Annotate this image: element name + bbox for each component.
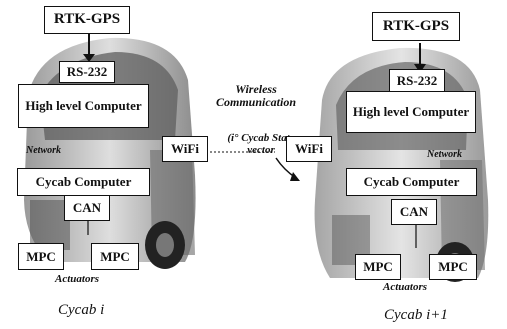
cycab-i-high-level-computer: High level Computer (18, 84, 149, 128)
cycab-i1-mpc-left: MPC (355, 254, 401, 280)
cycab-i1-network-label: Network (427, 149, 462, 160)
cycab-i1-rtk-gps: RTK-GPS (372, 12, 460, 41)
cycab-i-actuators-label: Actuators (55, 273, 100, 285)
cycab-i-can: CAN (64, 195, 110, 221)
cycab-i-cycab-computer: Cycab Computer (17, 168, 150, 196)
cycab-i1-mpc-right: MPC (429, 254, 477, 280)
wireless-communication-label: Wireless Communication (215, 82, 297, 109)
state-vector-label: (i° Cycab State vector (227, 132, 295, 156)
cycab-i-mpc-right: MPC (91, 243, 139, 270)
cycab-i-rtk-gps: RTK-GPS (44, 6, 130, 34)
cycab-i1-high-level-computer: High level Computer (346, 91, 476, 133)
cycab-i-caption: Cycab i (58, 302, 105, 318)
cycab-i1-cycab-computer: Cycab Computer (346, 168, 477, 196)
cycab-i1-can: CAN (391, 199, 437, 225)
cycab-i-wifi: WiFi (162, 136, 208, 162)
cycab-i1-wifi: WiFi (286, 136, 332, 162)
cycab-i1-actuators-label: Actuators (383, 281, 428, 293)
cycab-i-mpc-left: MPC (18, 243, 64, 270)
cycab-i-network-label: Network (26, 145, 61, 156)
cycab-i1-caption: Cycab i+1 (384, 307, 448, 323)
cycab-i1-rs232: RS-232 (389, 69, 445, 92)
cycab-i-rs232: RS-232 (59, 61, 115, 83)
